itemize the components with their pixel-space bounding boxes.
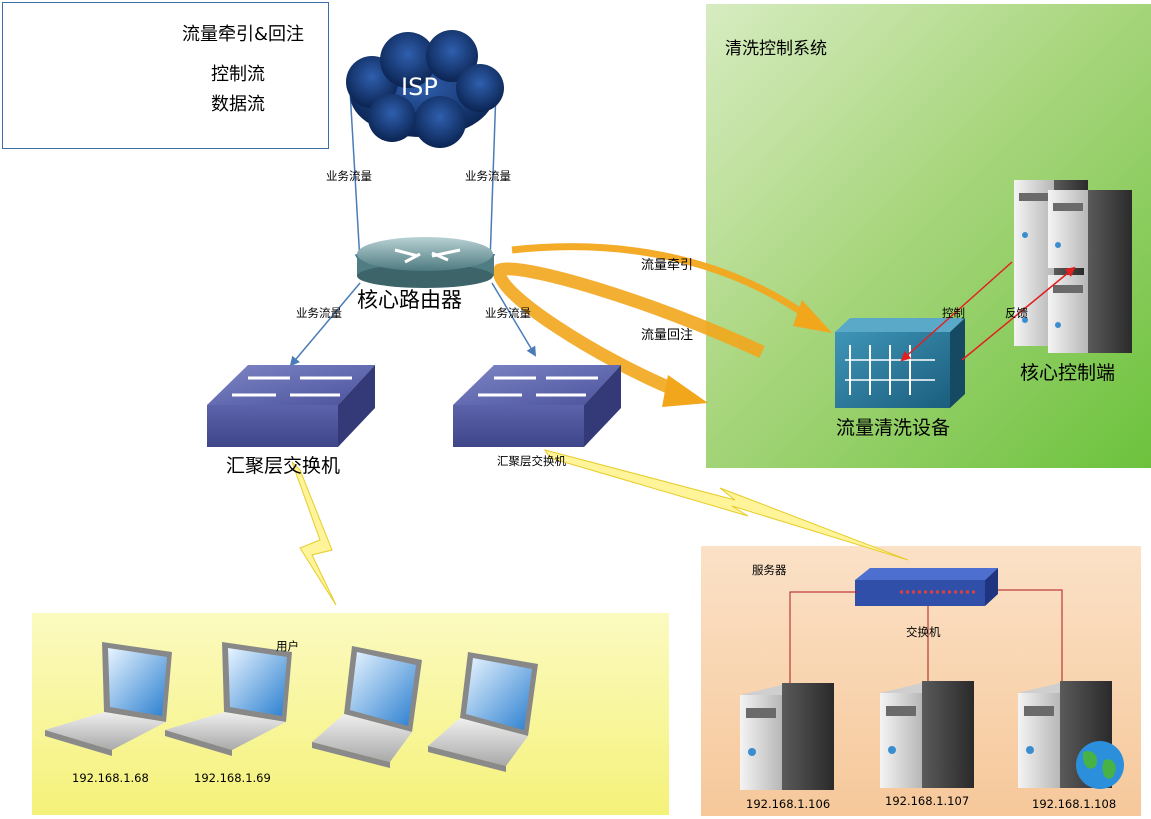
server-ip-2: 192.168.1.107 <box>885 794 970 808</box>
diversion-label: 流量牵引 <box>641 258 694 273</box>
server-switch-label: 交换机 <box>906 625 941 639</box>
laptop-2-icon <box>165 642 292 756</box>
laptop-4-icon <box>428 652 538 772</box>
business-traffic-label-left-top: 业务流量 <box>326 169 372 183</box>
isp-label: ISP <box>401 73 438 101</box>
server-1-icon <box>740 683 834 790</box>
core-control-server-icon <box>1014 180 1132 353</box>
business-traffic-label-left-bottom: 业务流量 <box>296 306 342 320</box>
router-to-switch-right-line <box>491 282 537 357</box>
laptop-3-icon <box>312 646 422 768</box>
traffic-reinjection-arrow <box>493 262 765 407</box>
feedback-arrow <box>961 266 1076 361</box>
server-ip-3: 192.168.1.108 <box>1032 797 1117 811</box>
traffic-cleaning-device-icon <box>835 318 965 408</box>
control-label: 控制 <box>942 306 965 320</box>
isp-to-router-line-right <box>485 89 497 264</box>
control-arrow <box>900 261 1013 362</box>
aggregation-switch-right-icon <box>453 365 621 447</box>
core-control-label: 核心控制端 <box>1020 362 1116 384</box>
core-router-icon <box>357 237 494 288</box>
server-switch-icon <box>855 568 998 606</box>
wireless-link-left <box>291 461 337 606</box>
globe-icon <box>1076 741 1124 789</box>
cleaning-system-title: 清洗控制系统 <box>725 39 827 59</box>
server-3-icon <box>1018 681 1112 788</box>
business-traffic-label-right-bottom: 业务流量 <box>485 306 531 320</box>
user-zone-title: 用户 <box>276 639 299 653</box>
cleaning-device-label: 流量清洗设备 <box>836 417 951 439</box>
user-ip-1: 192.168.1.68 <box>72 771 149 785</box>
legend <box>2 2 329 149</box>
server-2-icon <box>880 681 974 788</box>
aggregation-switch-right-label: 汇聚层交换机 <box>497 454 566 468</box>
user-ip-2: 192.168.1.69 <box>194 771 271 785</box>
isp-cloud-icon <box>346 30 504 148</box>
server-zone-title: 服务器 <box>752 563 787 577</box>
legend-traffic-label: 流量牵引&回注 <box>182 24 305 45</box>
switch-to-server-1-line <box>789 591 858 688</box>
core-router-label: 核心路由器 <box>357 288 462 312</box>
server-ip-1: 192.168.1.106 <box>746 797 831 811</box>
business-traffic-label-right-top: 业务流量 <box>465 169 511 183</box>
feedback-label: 反馈 <box>1005 306 1028 320</box>
aggregation-switch-left-label: 汇聚层交换机 <box>226 455 341 477</box>
aggregation-switch-left-icon <box>207 365 375 447</box>
legend-control-label: 控制流 <box>211 64 265 85</box>
isp-to-router-line-left <box>349 89 365 264</box>
laptop-1-icon <box>45 642 172 756</box>
switch-to-server-3-line <box>998 589 1063 688</box>
legend-data-label: 数据流 <box>211 94 265 115</box>
reinjection-label: 流量回注 <box>641 328 694 343</box>
traffic-diversion-arrow <box>511 243 832 333</box>
wireless-link-right <box>543 449 909 561</box>
router-to-switch-left-line <box>289 282 361 367</box>
